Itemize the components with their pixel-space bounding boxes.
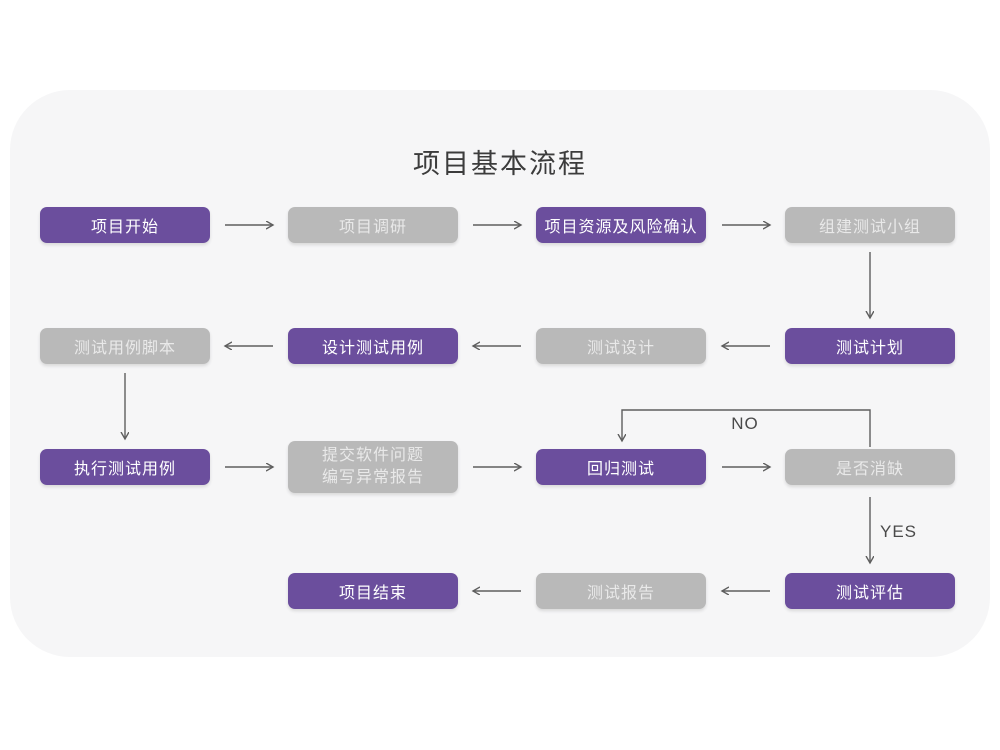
node-label: 测试评估 [835,585,904,602]
node-label: 测试设计 [586,340,655,357]
node-label: 测试用例脚本 [73,340,176,357]
flowchart-panel [10,90,990,657]
node-project-research: 项目调研 [288,207,458,243]
node-label: 项目开始 [90,219,159,236]
node-label: 测试报告 [586,585,655,602]
node-label: 项目资源及风险确认 [544,219,698,236]
node-label: 回归测试 [586,461,655,478]
node-label: 项目调研 [338,219,407,236]
page-title: 项目基本流程 [413,149,587,179]
node-resource-risk: 项目资源及风险确认 [536,207,706,243]
node-test-case-script: 测试用例脚本 [40,328,210,364]
node-test-evaluate: 测试评估 [785,573,955,609]
node-label: 项目结束 [338,585,407,602]
node-execute-test-case: 执行测试用例 [40,449,210,485]
node-label-line1: 提交软件问题 [321,447,424,464]
node-label: 执行测试用例 [73,461,176,478]
node-label-line2: 编写异常报告 [321,469,424,486]
node-label: 组建测试小组 [818,219,921,236]
node-build-test-team: 组建测试小组 [785,207,955,243]
node-regression-test: 回归测试 [536,449,706,485]
node-test-report: 测试报告 [536,573,706,609]
node-test-plan: 测试计划 [785,328,955,364]
node-defect-cleared: 是否消缺 [785,449,955,485]
node-label: 测试计划 [835,340,904,357]
node-project-start: 项目开始 [40,207,210,243]
node-label: 是否消缺 [835,461,904,478]
node-design-test-case: 设计测试用例 [288,328,458,364]
node-submit-issue: 提交软件问题 编写异常报告 [288,441,458,493]
node-test-design: 测试设计 [536,328,706,364]
node-label: 设计测试用例 [321,340,424,357]
edge-label-yes: YES [880,522,918,541]
node-project-end: 项目结束 [288,573,458,609]
edge-label-no: NO [731,414,759,433]
